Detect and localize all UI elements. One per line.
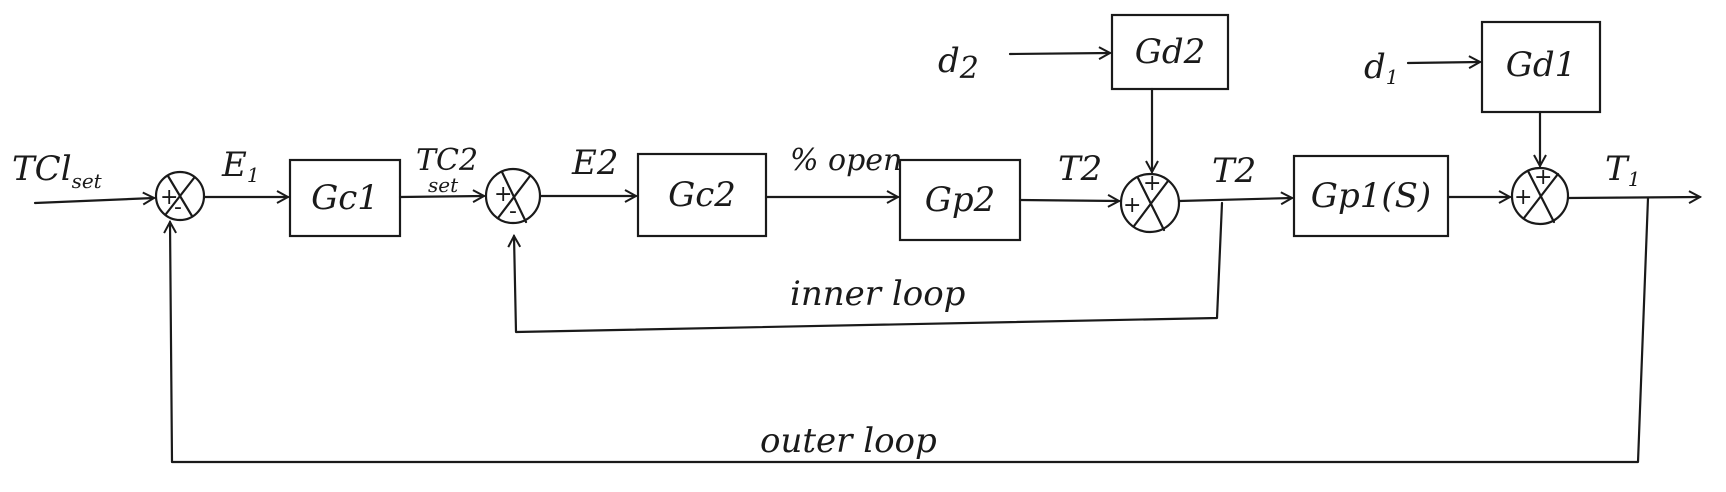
block-gp1-label: Gp1(S) (1311, 176, 1431, 216)
arrow-d2-to-gd2 (1008, 53, 1110, 54)
error-e1-label: E1 (221, 145, 260, 187)
arrow-output-t1 (1566, 197, 1700, 198)
arrow-gp2-to-sum3 (1018, 200, 1119, 201)
summing-junction-3: + + (1119, 171, 1181, 234)
t1-output-label: T1 (1605, 149, 1640, 191)
block-gd1-label: Gd1 (1506, 45, 1577, 85)
block-gc1-label: Gc1 (311, 178, 379, 218)
setpoint-label: TClset (12, 149, 103, 193)
arrow-d1-to-gd1 (1406, 62, 1480, 63)
error-e2-label: E2 (571, 143, 618, 183)
block-gc1: Gc1 (288, 158, 402, 238)
sum2-plus-sign: + (494, 182, 512, 207)
outer-loop-label: outer loop (760, 421, 937, 461)
block-gp2-label: Gp2 (925, 180, 996, 220)
t2-label-before-sum: T2 (1058, 149, 1102, 189)
sum3-left-plus-sign: + (1123, 193, 1141, 218)
summing-junction-4: + + (1510, 165, 1570, 226)
block-gp1: Gp1(S) (1292, 154, 1450, 238)
inner-loop-label: inner loop (790, 274, 965, 314)
sum3-top-plus-sign: + (1143, 171, 1161, 196)
sum4-left-plus-sign: + (1514, 185, 1532, 210)
sum2-minus-sign: - (509, 199, 517, 224)
block-gp2: Gp2 (898, 158, 1022, 242)
arrow-gc1-to-sum2 (398, 196, 484, 197)
summing-junction-1: + - (154, 170, 206, 222)
disturbance-d1-label: d1 (1364, 47, 1399, 89)
percent-open-label: % open (790, 143, 902, 178)
tc2-set-label: TC2 (416, 143, 478, 178)
t2-label-after-sum: T2 (1212, 151, 1256, 191)
sum1-plus-sign: + (160, 185, 178, 210)
inner-loop-feedback-line (514, 201, 1224, 334)
block-gc2: Gc2 (636, 152, 768, 238)
summing-junction-2: + - (484, 167, 542, 225)
block-gc2-label: Gc2 (668, 175, 736, 215)
outer-loop-feedback-line (170, 196, 1650, 464)
sum4-top-plus-sign: + (1534, 165, 1552, 190)
sum1-minus-sign: - (174, 195, 182, 220)
arrow-setpoint-to-sum1 (33, 198, 154, 203)
arrow-sum3-to-gp1 (1177, 198, 1292, 201)
tc2-set-subscript: set (428, 173, 459, 197)
block-gd1: Gd1 (1480, 20, 1602, 114)
block-gd2-label: Gd2 (1135, 32, 1206, 72)
disturbance-d2-label: d2 (938, 41, 979, 86)
block-gd2: Gd2 (1110, 13, 1230, 91)
